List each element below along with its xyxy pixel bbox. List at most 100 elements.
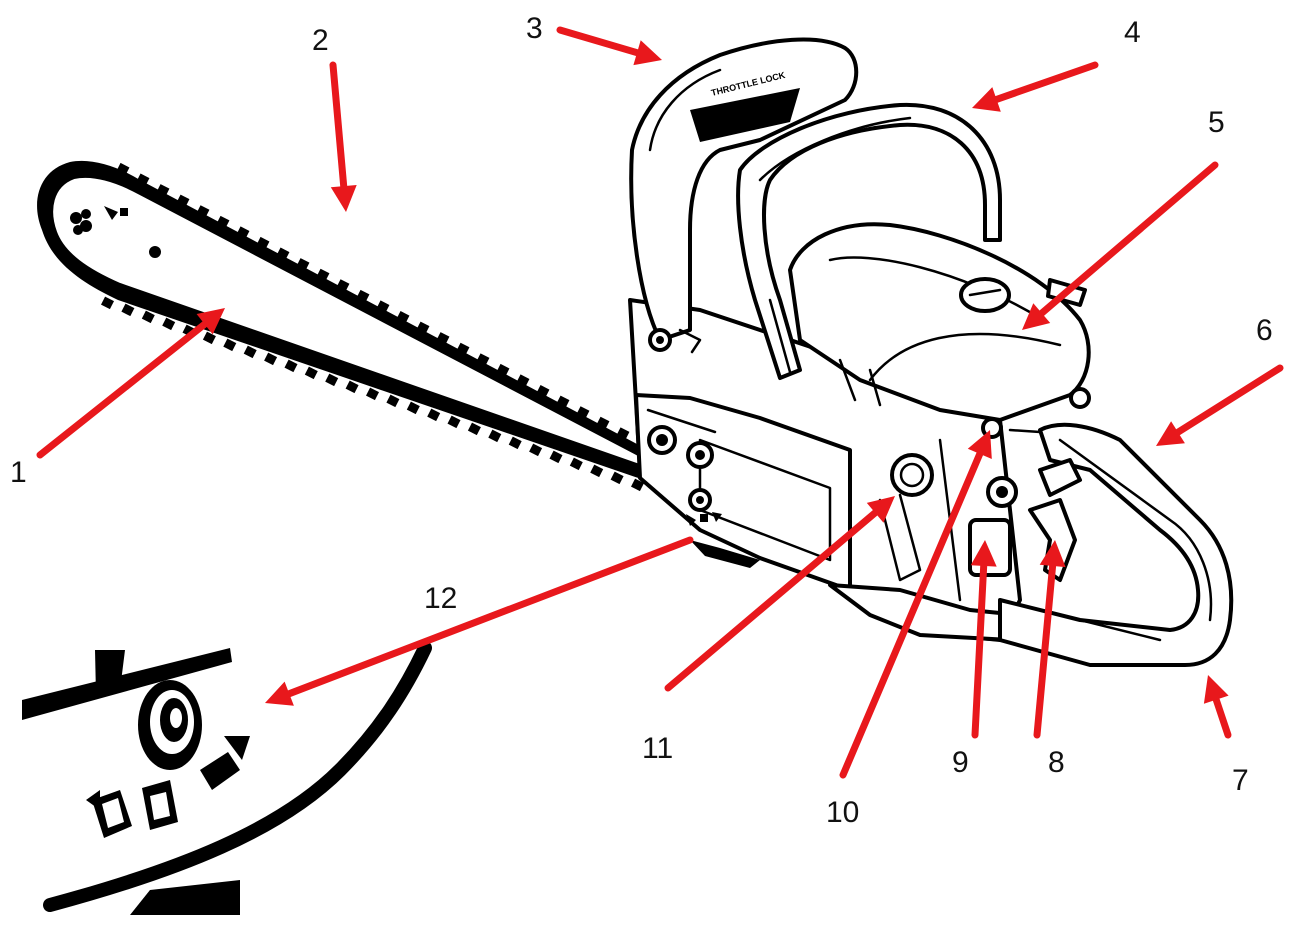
callout-arrow-line-9: [971, 562, 988, 739]
chain-teeth-bottom: [101, 296, 645, 492]
chain-tooth: [456, 342, 470, 356]
chain-tooth: [202, 331, 216, 345]
hand-guard-window: [690, 88, 800, 142]
chain-tooth: [223, 338, 237, 352]
callout-arrow-head-10: [967, 430, 992, 459]
chain-tooth: [284, 359, 298, 373]
label-6: 6: [1256, 314, 1273, 347]
callout-arrow-head-8: [1039, 540, 1066, 568]
label-7: 7: [1232, 764, 1249, 797]
rear-handle: [968, 387, 1234, 667]
callout-arrow-line-4: [993, 61, 1099, 103]
chain-tooth: [447, 415, 461, 429]
rear-handle-grip: [998, 422, 1234, 667]
chain-tooth: [436, 332, 450, 345]
chain-tensioner-marking: [686, 488, 722, 526]
chain-tooth: [316, 268, 330, 282]
chain-tooth: [556, 395, 570, 409]
label-5: 5: [1208, 106, 1225, 139]
chain-tooth: [386, 394, 400, 408]
chain-tooth: [243, 345, 257, 359]
throttle-lockout: [1038, 458, 1082, 497]
callout-labels: 1 2 3 4 5 6 7 8 9 10 11 12: [10, 12, 1273, 829]
chain-tooth: [590, 464, 604, 478]
callout-arrow-head-7: [1203, 675, 1229, 704]
chain-tooth: [406, 401, 420, 415]
callout-arrow-head-1: [196, 308, 225, 335]
callout-arrow-head-2: [330, 185, 357, 212]
inset-curve: [43, 641, 432, 912]
chain-tooth: [616, 427, 630, 440]
bar-nuts: [647, 425, 714, 469]
label-10: 10: [826, 796, 859, 829]
chain-tooth: [508, 436, 522, 450]
label-1: 1: [10, 456, 27, 489]
chain-tooth: [296, 258, 310, 271]
hand-guard: [629, 37, 859, 342]
chain-tooth: [366, 387, 380, 401]
callout-arrow-line-3: [556, 26, 641, 57]
chain-tooth: [356, 289, 370, 303]
chain-tooth: [569, 457, 583, 471]
callout-arrow-line-2: [329, 61, 348, 190]
chain-tooth: [529, 443, 543, 457]
label-11: 11: [642, 732, 673, 765]
chain-tooth: [264, 352, 278, 366]
chain-tooth: [176, 194, 190, 208]
chain-tooth: [610, 471, 624, 485]
chain-teeth-top: [116, 162, 650, 451]
cover-knob: [959, 277, 1011, 313]
label-4: 4: [1124, 16, 1141, 49]
chain-tooth: [216, 215, 230, 229]
engine-body: [628, 298, 1022, 642]
callout-arrow-head-11: [866, 496, 895, 523]
callout-arrow-line-12: [285, 536, 694, 698]
inset-detail: [22, 641, 432, 915]
chain-tooth: [325, 373, 339, 387]
label-2: 2: [312, 24, 329, 57]
chain-tooth: [276, 247, 290, 261]
oil-tank-cap: [890, 453, 934, 497]
bar-nose-marking: [70, 206, 128, 235]
chain-tooth: [236, 226, 250, 239]
chain-catcher: [690, 540, 760, 568]
inset-direction-arrows: [86, 736, 250, 838]
bar-rivet: [149, 246, 161, 258]
chain-tooth: [156, 184, 170, 197]
chain-tooth: [101, 296, 115, 310]
callout-arrow-head-9: [970, 540, 997, 567]
chain-tooth: [116, 162, 130, 176]
label-12: 12: [424, 582, 457, 615]
callout-arrow-line-8: [1033, 562, 1057, 739]
top-cover: [788, 222, 1091, 422]
chain-tooth: [516, 374, 530, 387]
callout-arrow-line-7: [1212, 696, 1232, 739]
chain-tooth: [256, 236, 270, 250]
chain-tooth: [596, 416, 610, 430]
callout-arrow-line-5: [1038, 161, 1219, 317]
chain-tooth: [196, 205, 210, 218]
chain-tooth: [576, 406, 590, 419]
inset-tensioner-screw: [138, 680, 202, 770]
chain-tooth: [476, 353, 490, 366]
front-handle: [736, 102, 1002, 380]
label-9: 9: [952, 746, 969, 779]
callout-arrow-line-6: [1174, 364, 1284, 436]
chain-tooth: [496, 363, 510, 377]
callout-arrows: [36, 26, 1284, 779]
callout-arrow-head-4: [972, 87, 1001, 112]
chain-tooth: [631, 478, 645, 492]
callout-arrow-head-5: [1022, 303, 1051, 330]
throttle-trigger: [1028, 498, 1077, 582]
chain-brake-hand-guard: THROTTLE LOCK: [629, 37, 859, 354]
callout-arrow-head-6: [1156, 421, 1185, 446]
chain-tooth: [488, 429, 502, 443]
chain-tooth: [336, 279, 350, 292]
chain-tooth: [536, 385, 550, 398]
callout-arrow-line-11: [664, 509, 879, 692]
chain-tooth: [141, 310, 155, 324]
chain-tooth: [136, 173, 150, 187]
front-handle-tube: [736, 102, 1002, 380]
chain-tooth: [396, 311, 410, 324]
